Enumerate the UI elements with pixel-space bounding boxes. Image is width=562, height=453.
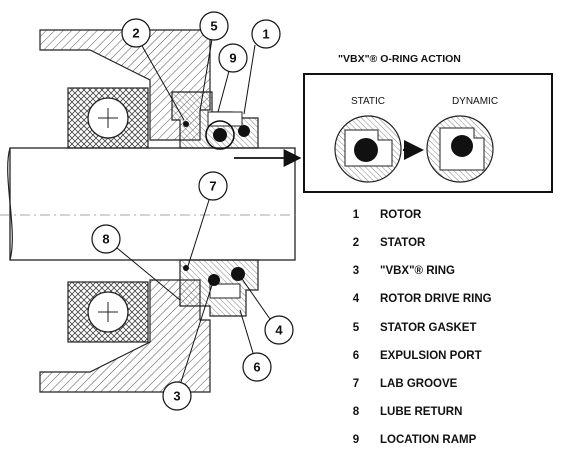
svg-text:7: 7	[353, 378, 359, 390]
leader-lines	[116, 38, 271, 383]
callout-7: 7	[198, 171, 228, 201]
svg-text:"VBX"® RING: "VBX"® RING	[380, 265, 455, 277]
svg-text:6: 6	[253, 360, 260, 375]
vbx-ring-lower	[208, 274, 220, 286]
svg-text:2: 2	[353, 237, 359, 249]
static-detail	[334, 115, 402, 183]
static-label: STATIC	[351, 96, 385, 107]
svg-text:STATOR GASKET: STATOR GASKET	[380, 322, 476, 334]
svg-text:ROTOR: ROTOR	[380, 209, 422, 221]
svg-text:6: 6	[353, 350, 359, 362]
vbx-ring-upper	[213, 128, 227, 142]
svg-text:9: 9	[353, 434, 359, 446]
callout-8: 8	[91, 224, 121, 254]
inset-title: "VBX"® O-RING ACTION	[338, 53, 461, 65]
callout-9: 9	[218, 43, 248, 73]
callout-1: 1	[251, 19, 281, 49]
svg-text:8: 8	[102, 232, 109, 247]
callout-4: 4	[264, 315, 294, 345]
legend-item: 8 LUBE RETURN	[353, 406, 463, 418]
svg-text:5: 5	[210, 19, 217, 34]
legend-item: 1 ROTOR	[353, 209, 422, 221]
svg-text:3: 3	[173, 389, 180, 404]
bearing-lower	[67, 281, 149, 343]
svg-text:LUBE RETURN: LUBE RETURN	[380, 406, 462, 418]
legend-item: 7 LAB GROOVE	[353, 378, 458, 390]
svg-text:STATOR: STATOR	[380, 237, 426, 249]
svg-text:5: 5	[353, 322, 360, 334]
dynamic-label: DYNAMIC	[452, 96, 498, 107]
inset-box: STATIC DYNAMIC	[303, 73, 553, 193]
svg-text:2: 2	[132, 26, 139, 41]
svg-text:4: 4	[275, 323, 283, 338]
shaft	[0, 147, 300, 261]
svg-text:3: 3	[353, 265, 359, 277]
legend-item: 5 STATOR GASKET	[353, 322, 477, 334]
seal-upper	[171, 91, 259, 150]
legend: 1 ROTOR 2 STATOR 3 "VBX"® RING 4 ROTOR D…	[353, 209, 492, 446]
svg-text:7: 7	[209, 179, 216, 194]
dynamic-detail	[426, 115, 494, 183]
svg-text:8: 8	[353, 406, 360, 418]
legend-item: 9 LOCATION RAMP	[353, 434, 477, 446]
svg-text:1: 1	[353, 209, 360, 221]
svg-text:9: 9	[229, 51, 236, 66]
detail-highlight-circle	[205, 120, 235, 150]
svg-text:ROTOR DRIVE RING: ROTOR DRIVE RING	[380, 293, 492, 305]
svg-text:1: 1	[262, 27, 269, 42]
callout-3: 3	[162, 381, 192, 411]
legend-item: 6 EXPULSION PORT	[353, 350, 482, 362]
legend-item: 3 "VBX"® RING	[353, 265, 455, 277]
svg-text:EXPULSION PORT: EXPULSION PORT	[380, 350, 482, 362]
legend-item: 4 ROTOR DRIVE RING	[353, 293, 492, 305]
callout-2: 2	[121, 18, 151, 48]
legend-item: 2 STATOR	[353, 237, 426, 249]
callout-6: 6	[242, 352, 272, 382]
svg-text:LOCATION RAMP: LOCATION RAMP	[380, 434, 477, 446]
svg-text:LAB GROOVE: LAB GROOVE	[380, 378, 458, 390]
callout-5: 5	[199, 11, 229, 41]
housing-upper	[39, 29, 211, 141]
svg-text:4: 4	[353, 293, 360, 305]
bearing-upper	[67, 87, 149, 149]
